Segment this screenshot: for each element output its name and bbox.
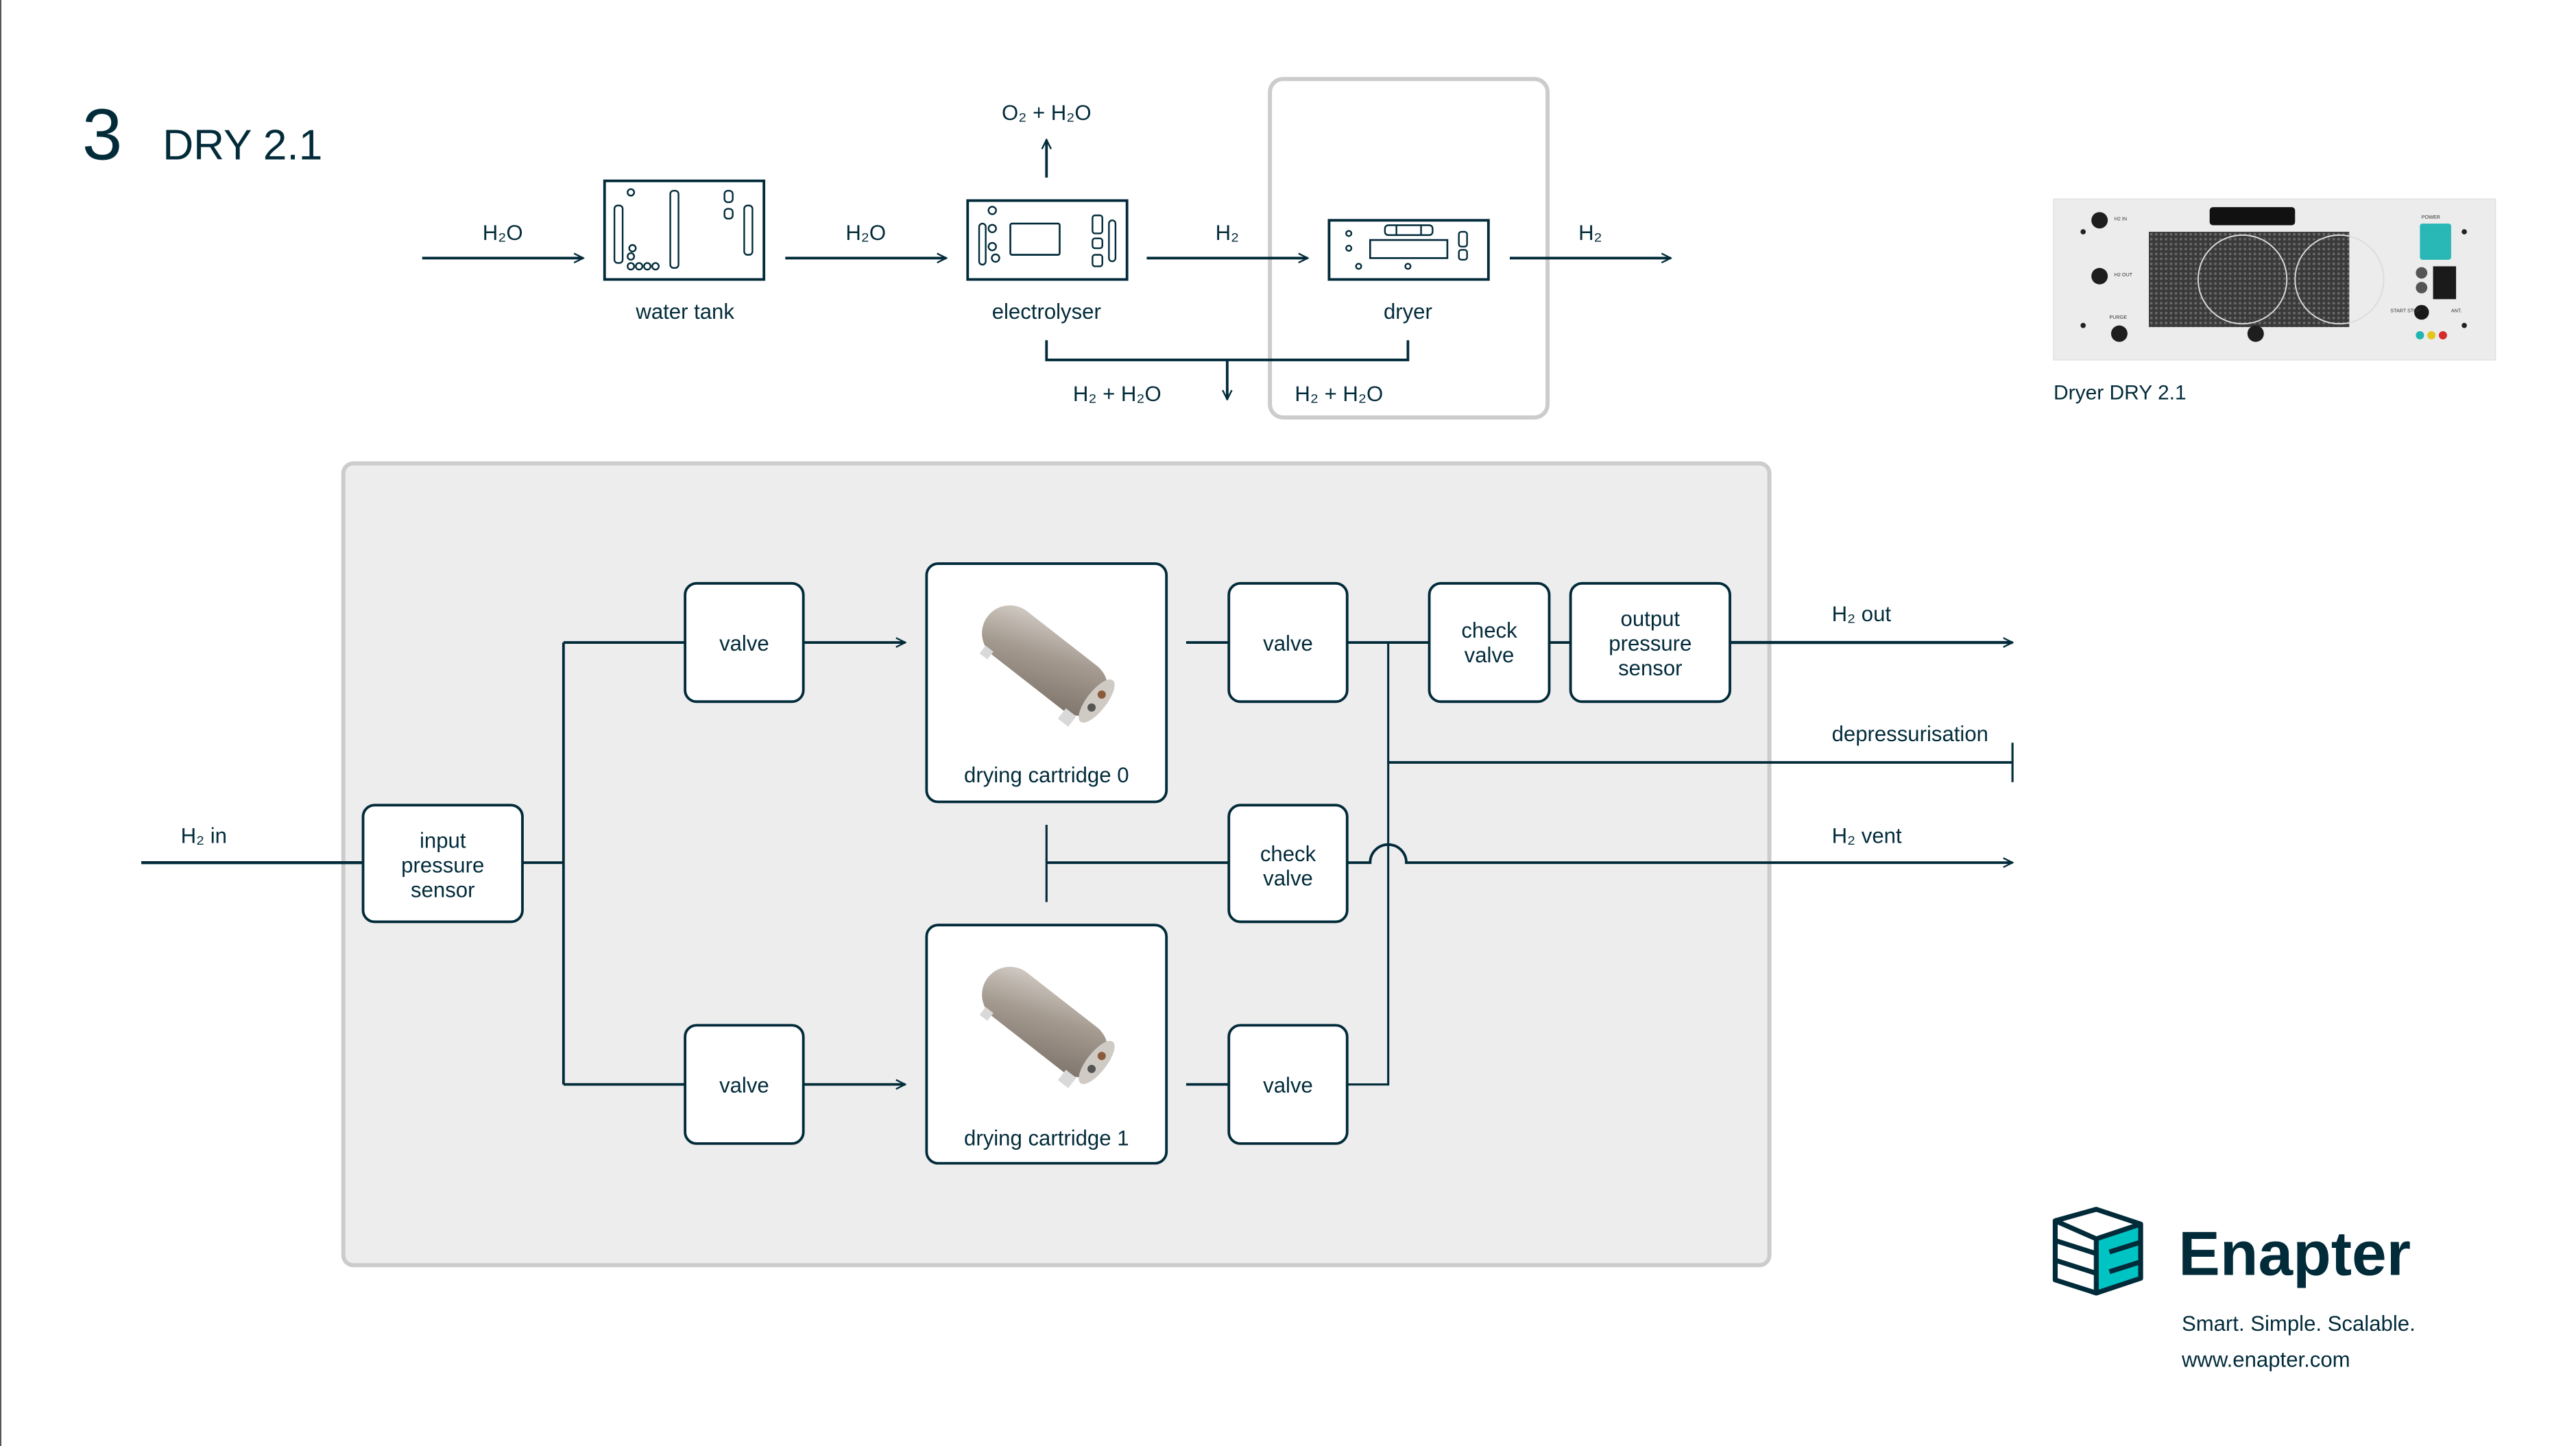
svg-text:check: check — [1260, 842, 1316, 866]
page-left-edge — [0, 0, 1, 1446]
water-tank-label: water tank — [635, 300, 734, 324]
output-pressure-sensor: output pressure sensor — [1569, 581, 1731, 703]
enapter-logo: Enapter Smart. Simple. Scalable. www.ena… — [2052, 1207, 2416, 1372]
svg-text:pressure: pressure — [1609, 631, 1692, 655]
svg-text:pressure: pressure — [401, 854, 484, 878]
led-red — [2438, 331, 2447, 340]
dryer-icon — [1327, 219, 1490, 281]
valve-output-bottom: valve — [1227, 1024, 1349, 1145]
overview-flow: H₂O water tank H₂O — [422, 77, 1671, 420]
flow-label-electrolyser-up: O₂ + H₂O — [1002, 101, 1092, 125]
led-teal — [2416, 331, 2424, 340]
svg-text:drying cartridge 1: drying cartridge 1 — [964, 1126, 1129, 1150]
h2-vent-label: H₂ vent — [1832, 823, 1902, 847]
flow-label-electrolyser-drain: H₂ + H₂O — [1073, 382, 1161, 406]
valve-output-top: valve — [1227, 581, 1349, 703]
purge-port — [2110, 325, 2128, 342]
h2-out-port — [2091, 267, 2108, 285]
flow-label-dryer-out: H₂ — [1578, 221, 1602, 245]
check-valve-output: check valve — [1428, 581, 1551, 703]
power-connector — [2420, 224, 2451, 260]
product-photo: H2 IN H2 OUT PURGE DEPR. POWER START STO… — [2053, 198, 2496, 361]
svg-text:sensor: sensor — [411, 878, 474, 902]
water-tank-icon — [603, 179, 766, 281]
valve-input-bottom: valve — [684, 1024, 805, 1145]
drain-collector-line — [1045, 340, 1410, 361]
drying-cartridge-1: drying cartridge 1 — [925, 924, 1168, 1165]
svg-text:valve: valve — [1465, 643, 1515, 667]
fan-grille — [2149, 232, 2350, 328]
panel-label-h2-out: H2 OUT — [2115, 272, 2133, 278]
svg-text:valve: valve — [1263, 867, 1313, 891]
brand-url[interactable]: www.enapter.com — [2181, 1348, 2350, 1372]
h2-in-label: H₂ in — [181, 823, 227, 847]
panel-label-ant: ANT. — [2451, 308, 2462, 313]
input-pressure-sensor: input pressure sensor — [361, 804, 524, 924]
dryer-label: dryer — [1384, 300, 1432, 324]
svg-text:check: check — [1461, 618, 1517, 642]
electrolyser-icon — [966, 199, 1129, 281]
dryer-highlight-frame — [1268, 77, 1550, 420]
slide-number: 3 — [82, 95, 123, 176]
svg-text:input: input — [420, 829, 466, 853]
enapter-cube-icon — [2052, 1207, 2143, 1296]
valve-input-top: valve — [684, 581, 805, 703]
pipe-output-collector — [1347, 642, 1390, 1086]
svg-text:drying cartridge 0: drying cartridge 0 — [964, 763, 1129, 787]
flow-label-dryer-drain: H₂ + H₂O — [1295, 382, 1383, 406]
handle-icon — [2209, 207, 2296, 226]
svg-text:output: output — [1621, 607, 1681, 631]
panel-label-h2-in: H2 IN — [2115, 216, 2127, 221]
panel-label-depr: DEPR. — [2248, 315, 2263, 320]
flow-label-into-tank: H₂O — [483, 221, 523, 245]
svg-text:valve: valve — [1263, 1074, 1313, 1098]
led-yellow — [2427, 331, 2436, 340]
h2-out-label: H₂ out — [1832, 602, 1892, 626]
slide-title: DRY 2.1 — [162, 122, 322, 169]
product-caption: Dryer DRY 2.1 — [2054, 381, 2187, 404]
depressurisation-label: depressurisation — [1832, 722, 1988, 746]
check-valve-vent: check valve — [1227, 804, 1349, 924]
panel-label-power: POWER — [2422, 215, 2440, 220]
brand-tagline: Smart. Simple. Scalable. — [2182, 1312, 2416, 1336]
svg-text:valve: valve — [719, 631, 769, 655]
svg-text:valve: valve — [1263, 631, 1313, 655]
svg-text:sensor: sensor — [1618, 656, 1682, 680]
dryer-schematic: H₂ in H₂ out depressurisation H₂ vent in… — [141, 461, 2012, 1268]
h2-in-port — [2091, 212, 2108, 229]
svg-text:valve: valve — [719, 1074, 769, 1098]
depr-port — [2247, 325, 2264, 342]
brand-name: Enapter — [2178, 1220, 2411, 1289]
flow-label-tank-to-electrolyser: H₂O — [845, 221, 886, 245]
arrow-h2-vent — [1347, 843, 2012, 863]
power-switch — [2433, 266, 2457, 300]
fan-icon — [2197, 234, 2288, 325]
start-stop-button — [2414, 304, 2429, 320]
electrolyser-label: electrolyser — [992, 300, 1101, 324]
drying-cartridge-0: drying cartridge 0 — [925, 562, 1168, 804]
fan-icon — [2294, 234, 2385, 325]
flow-label-electrolyser-to-dryer: H₂ — [1216, 221, 1240, 245]
panel-label-purge: PURGE — [2110, 315, 2128, 320]
panel-label-start-stop: START STOP — [2390, 308, 2420, 313]
